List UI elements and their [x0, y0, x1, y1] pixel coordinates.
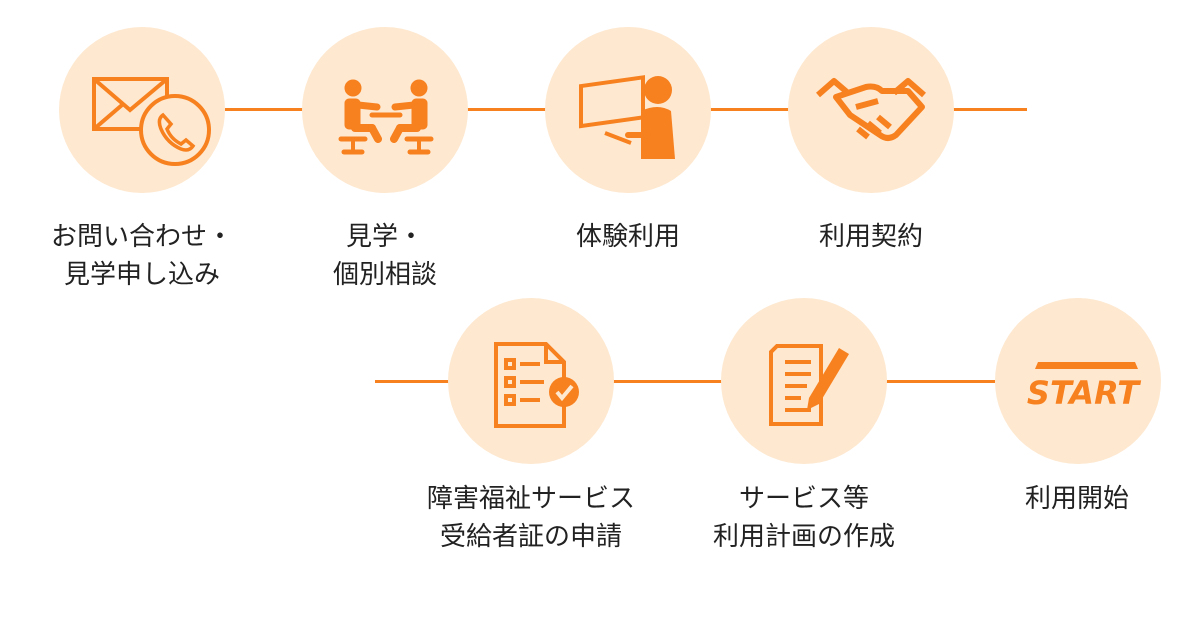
document-pen-icon: [769, 344, 849, 426]
step-2-circle: [302, 27, 468, 193]
step-6-label: サービス等利用計画の作成: [712, 484, 895, 552]
checklist-document-icon: [494, 342, 579, 428]
step-3-label: 体験利用: [575, 222, 680, 252]
mail-phone-icon: [92, 77, 211, 166]
step-7-label: 利用開始: [1024, 484, 1129, 514]
step-1-circle: [59, 27, 225, 193]
step-4-label: 利用契約: [818, 222, 923, 252]
start-icon: START: [1027, 362, 1141, 412]
meeting-icon: [338, 79, 434, 155]
step-1-label: お問い合わせ・見学申し込み: [50, 222, 233, 290]
connector-line-row2: [375, 380, 995, 383]
handshake-icon: [816, 78, 926, 141]
step-5-circle: [448, 298, 614, 464]
step-6-circle: [721, 298, 887, 464]
svg-text:START: START: [1027, 374, 1141, 412]
step-7-circle: START: [995, 298, 1161, 464]
step-4-circle: [788, 27, 954, 193]
computer-user-icon: [579, 75, 675, 159]
step-2-label: 見学・個別相談: [332, 222, 437, 290]
step-5-label: 障害福祉サービス受給者証の申請: [426, 484, 635, 552]
step-3-circle: [545, 27, 711, 193]
